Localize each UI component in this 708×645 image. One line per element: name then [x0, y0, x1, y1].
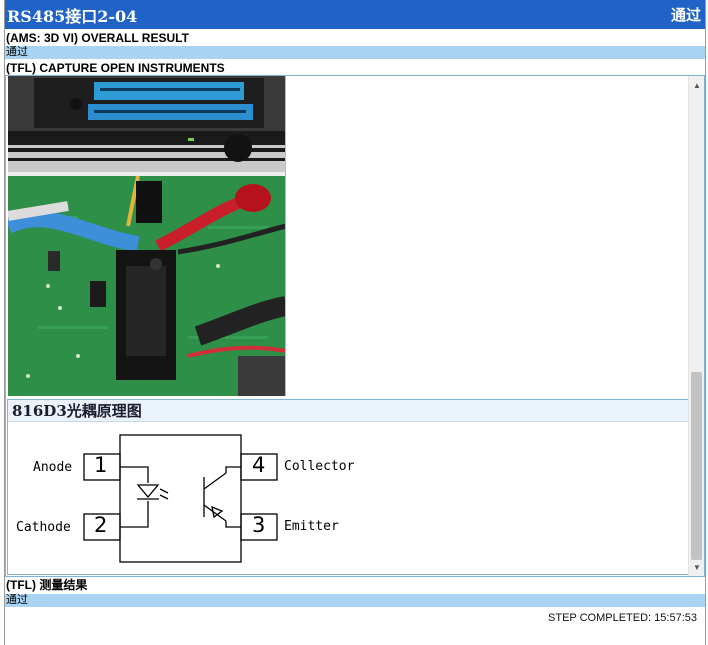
scroll-down-arrow-icon[interactable]: ▼	[693, 562, 701, 572]
scrollbar-thumb[interactable]	[691, 372, 702, 560]
capture-content: 816D3光耦原理图	[6, 76, 688, 576]
test-report-window: RS485接口2-04 通过 (AMS: 3D VI) OVERALL RESU…	[4, 0, 706, 645]
pin-3-number: 3	[252, 513, 266, 537]
measure-result-label: (TFL) 测量结果	[6, 578, 88, 592]
overall-result-status: 通过	[5, 46, 705, 59]
pin-2-number: 2	[94, 513, 108, 537]
overall-result-label: (AMS: 3D VI) OVERALL RESULT	[6, 31, 189, 45]
pin-2-name: Cathode	[16, 520, 71, 535]
pin-1-name: Anode	[33, 460, 73, 475]
pin-1-number: 1	[94, 453, 108, 477]
pin-4-name: Collector	[284, 459, 355, 474]
measure-result-status: 通过	[5, 594, 705, 607]
optocoupler-schematic-drawing	[83, 434, 278, 563]
result-badge: 通过	[670, 7, 701, 24]
pin-3-name: Emitter	[284, 519, 339, 534]
step-completed-time: STEP COMPLETED: 15:57:53	[548, 612, 697, 624]
scroll-up-arrow-icon[interactable]: ▲	[693, 80, 701, 90]
hardware-photo-image	[8, 76, 285, 396]
schematic-heading: 816D3光耦原理图	[8, 400, 688, 422]
vertical-scrollbar[interactable]: ▲ ▼	[688, 76, 704, 576]
window-title: RS485接口2-04	[7, 6, 138, 26]
optocoupler-diagram: 1 2 4 3 Anode Cathode Collector Emitter	[8, 423, 687, 575]
capture-scroll-panel[interactable]: 816D3光耦原理图	[5, 75, 705, 577]
capture-instruments-label: (TFL) CAPTURE OPEN INSTRUMENTS	[6, 61, 225, 75]
hardware-photo	[8, 76, 286, 396]
title-bar: RS485接口2-04 通过	[5, 0, 705, 29]
pin-4-number: 4	[252, 453, 266, 477]
schematic-document: 816D3光耦原理图	[7, 399, 688, 575]
